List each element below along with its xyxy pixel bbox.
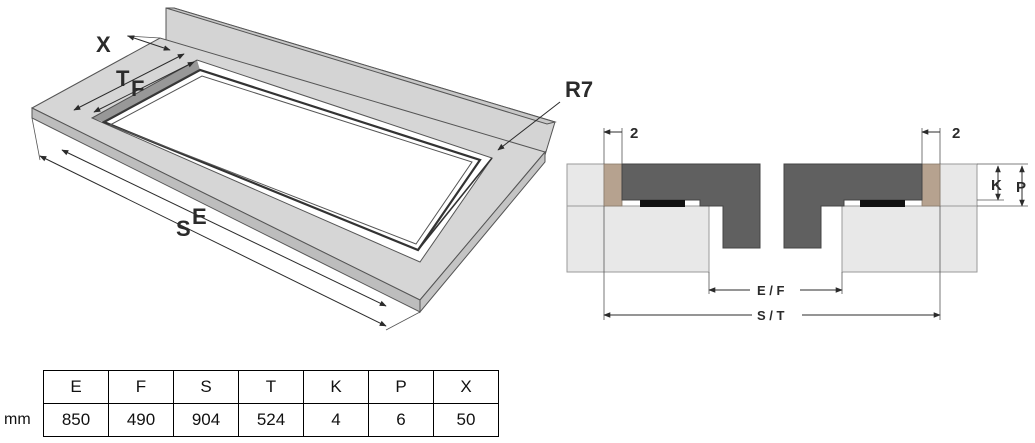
table-value-cell: 4 xyxy=(303,403,369,437)
gasket-left xyxy=(640,200,685,207)
worktop-left-lower xyxy=(566,205,710,273)
recess-corner-line xyxy=(417,157,493,251)
table-value-cell: 6 xyxy=(368,403,434,437)
dim-s-ext-right xyxy=(385,311,421,331)
table-value-cell: 524 xyxy=(238,403,304,437)
back-wall-top xyxy=(165,7,557,125)
table-header-cell: F xyxy=(108,370,174,404)
dimensions-table: E F S T K P X 850 490 904 524 4 6 50 xyxy=(43,370,499,437)
label-ef: E / F xyxy=(757,283,785,298)
back-wall xyxy=(165,7,556,156)
label-2-right: 2 xyxy=(952,125,960,142)
worktop-frame xyxy=(30,37,546,301)
perspective-drawing: X T F S E R7 xyxy=(30,7,593,331)
table-value-cell: 50 xyxy=(433,403,499,437)
label-f: F xyxy=(131,76,144,101)
table-value-row: 850 490 904 524 4 6 50 xyxy=(43,403,499,437)
unit-label: mm xyxy=(4,411,31,428)
cross-section: 2 2 K P E / F S / T xyxy=(566,125,1028,323)
table-header-row: E F S T K P X xyxy=(43,370,499,404)
r7-leader xyxy=(497,101,561,151)
label-r7: R7 xyxy=(565,77,593,102)
label-x: X xyxy=(96,32,111,57)
table-value-cell: 490 xyxy=(108,403,174,437)
worktop-left-upper xyxy=(566,163,605,207)
table-header-cell: T xyxy=(238,370,304,404)
dim-f-line xyxy=(93,61,195,113)
worktop-right-lower xyxy=(841,205,978,273)
label-p: P xyxy=(1016,179,1026,196)
table-header-cell: S xyxy=(173,370,239,404)
label-e: E xyxy=(192,204,207,229)
table-value-cell: 850 xyxy=(43,403,109,437)
table-header-cell: X xyxy=(433,370,499,404)
gasket-right xyxy=(860,200,905,207)
label-t: T xyxy=(116,66,130,91)
worktop-right-upper xyxy=(939,163,978,207)
table-header-cell: E xyxy=(43,370,109,404)
dim-x-line xyxy=(127,35,171,51)
label-s: S xyxy=(176,216,191,241)
seal-right xyxy=(921,163,941,207)
seal-left xyxy=(603,163,623,207)
front-edge xyxy=(31,107,421,313)
right-edge xyxy=(419,150,546,314)
table-header-cell: P xyxy=(368,370,434,404)
label-st: S / T xyxy=(757,308,785,323)
dim-s-ext-left xyxy=(31,117,41,161)
label-k: K xyxy=(991,177,1002,194)
table-header-cell: K xyxy=(303,370,369,404)
dim-e-line xyxy=(61,149,387,307)
label-2-left: 2 xyxy=(630,125,638,142)
table-value-cell: 904 xyxy=(173,403,239,437)
